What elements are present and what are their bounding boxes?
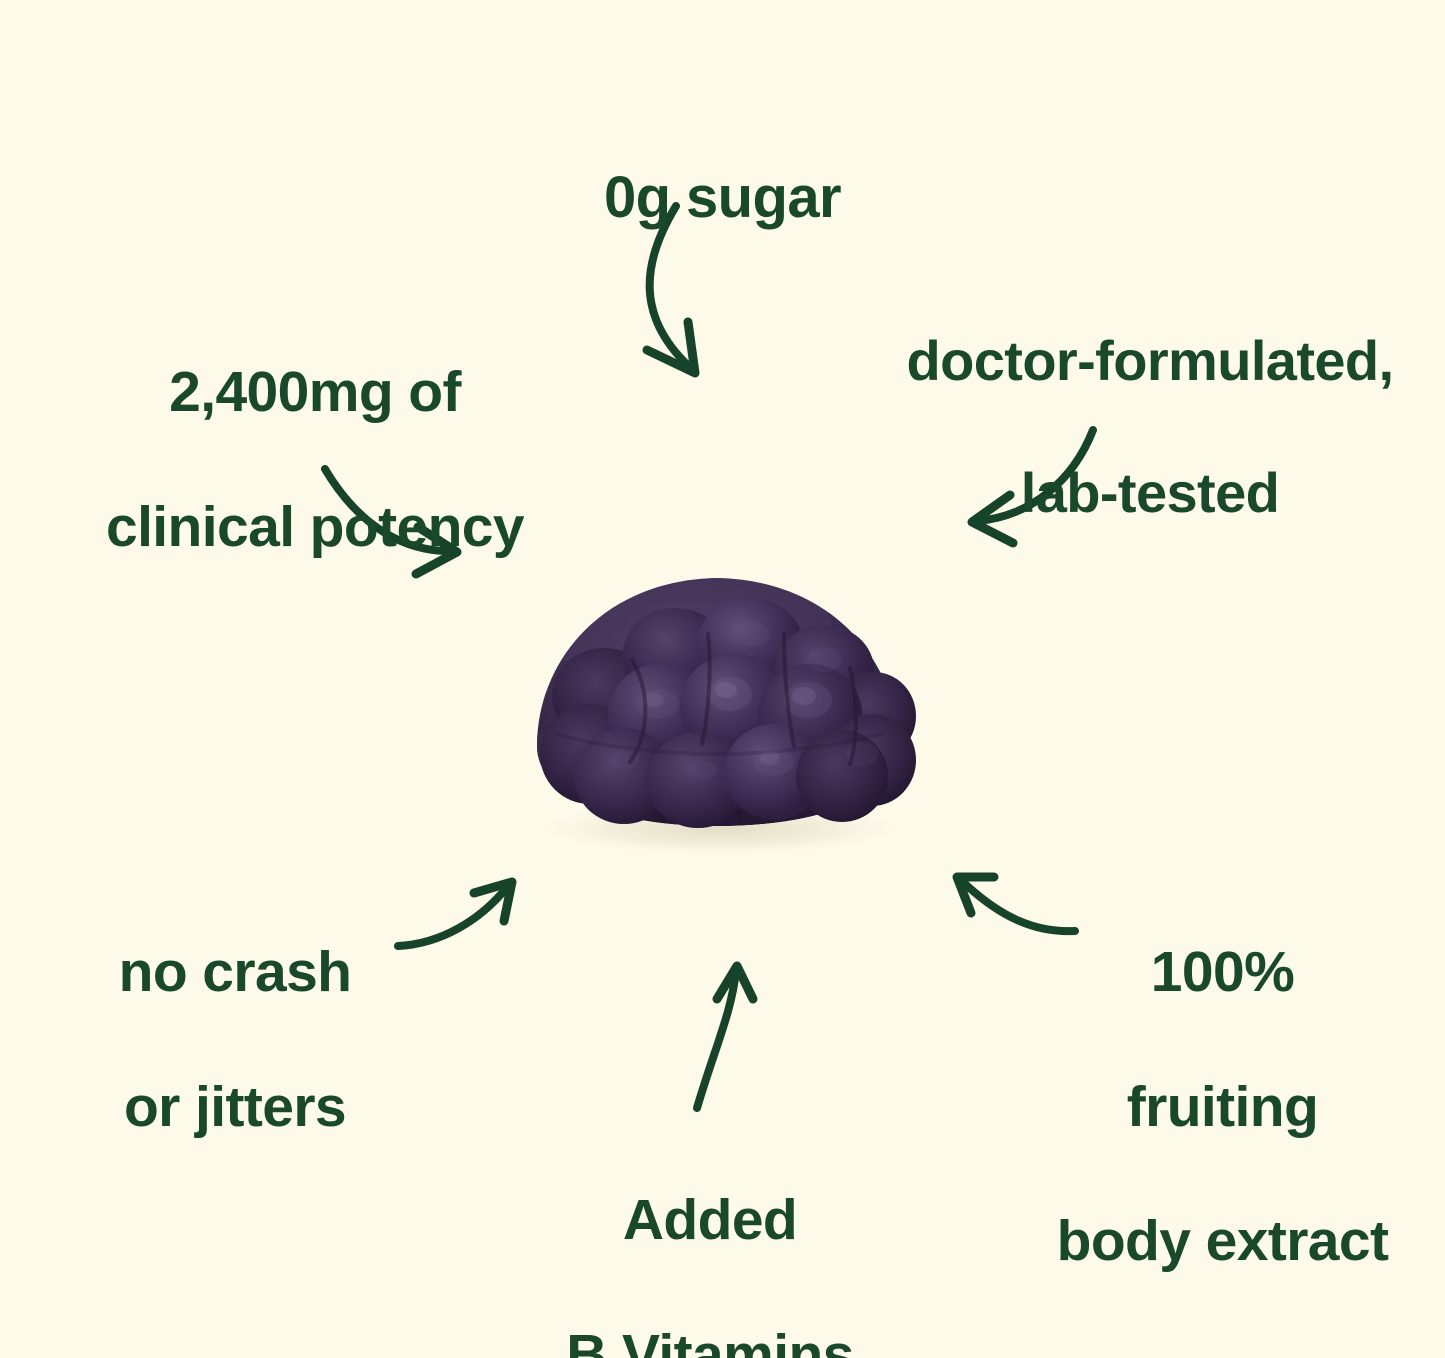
gummy-creases xyxy=(556,632,882,766)
callout-line: or jitters xyxy=(123,1074,347,1139)
callout-line: 100% xyxy=(1150,940,1295,1005)
gummy-illustration xyxy=(530,578,916,857)
callout-added-b-vitamins: Added B Vitamins xyxy=(430,1120,990,1358)
callout-line: no crash xyxy=(118,940,352,1005)
callout-line: fruiting xyxy=(1126,1074,1319,1139)
callout-line: body extract xyxy=(1056,1209,1389,1274)
callout-0g-sugar: 0g sugar xyxy=(0,96,1445,301)
arrow-from-b-vitamins-to-product xyxy=(693,961,758,1112)
arrow-from-no-crash-to-product xyxy=(394,877,517,950)
callout-doctor-formulated: doctor-formulated, lab-tested xyxy=(855,262,1445,592)
callout-line: 0g sugar xyxy=(604,165,842,231)
callout-line: Added xyxy=(622,1188,798,1253)
callout-line: 2,400mg of xyxy=(169,360,461,425)
callout-fruiting-body-extract: 100% fruiting body extract xyxy=(1000,872,1445,1343)
callout-line: lab-tested xyxy=(1020,461,1280,525)
callout-no-crash-or-jitters: no crash or jitters xyxy=(60,872,410,1208)
gummy-lobes-front xyxy=(574,724,888,828)
product-gummy-image xyxy=(512,548,922,868)
callout-line: clinical potency xyxy=(105,494,525,559)
callout-clinical-potency: 2,400mg of clinical potency xyxy=(30,292,600,628)
callout-line: B Vitamins xyxy=(566,1322,854,1358)
callout-line: doctor-formulated, xyxy=(906,329,1395,393)
